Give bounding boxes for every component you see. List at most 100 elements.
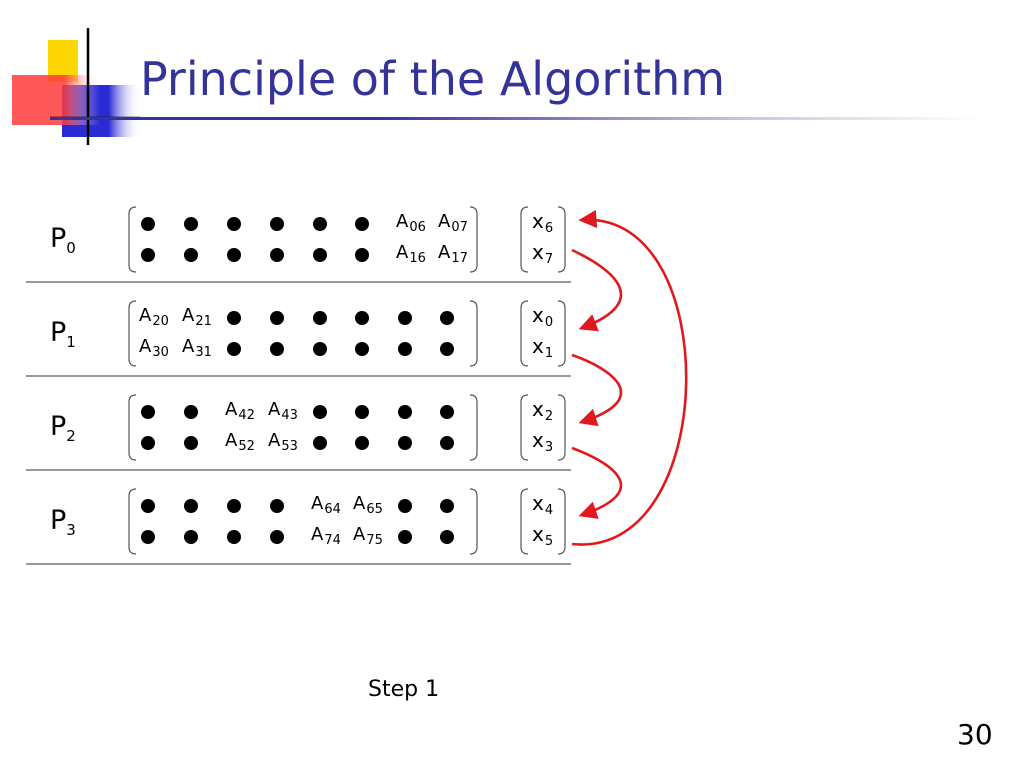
vector-entry: x6	[532, 210, 553, 240]
symbol: A	[353, 493, 366, 514]
vector-entry: x0	[532, 304, 553, 334]
symbol: x	[532, 209, 544, 233]
symbol: A	[311, 524, 324, 545]
matrix-right-bracket	[469, 300, 478, 367]
symbol-index: 4	[544, 503, 554, 518]
vector-entry: x2	[532, 398, 553, 428]
matrix-right-bracket	[469, 394, 478, 461]
symbol: x	[532, 334, 544, 358]
matrix-entry-dot	[355, 311, 369, 325]
symbol: x	[532, 240, 544, 264]
symbol: A	[139, 305, 152, 326]
matrix-entry-dot	[141, 436, 155, 450]
matrix-right-bracket	[469, 206, 478, 273]
symbol-index: 42	[238, 408, 255, 423]
slide-title: Principle of the Algorithm	[140, 52, 726, 106]
matrix-entry: A31	[182, 336, 212, 364]
curved-arrow-icon	[571, 248, 623, 332]
vector-left-bracket	[520, 300, 529, 367]
matrix-entry-dot	[141, 405, 155, 419]
matrix-entry: A06	[396, 211, 426, 239]
matrix-entry-dot	[355, 217, 369, 231]
matrix-entry-dot	[184, 405, 198, 419]
vector-right-bracket	[557, 206, 566, 273]
symbol-index: 6	[544, 221, 554, 236]
symbol-index: 53	[281, 439, 298, 454]
vector-entry: x4	[532, 492, 553, 522]
symbol: x	[532, 428, 544, 452]
symbol: x	[532, 491, 544, 515]
matrix-entry-dot	[270, 499, 284, 513]
symbol-index: 74	[324, 533, 341, 548]
matrix-entry-dot	[313, 436, 327, 450]
matrix-entry: A65	[353, 493, 383, 521]
symbol-index: 16	[409, 251, 426, 266]
symbol: A	[438, 211, 451, 232]
processor-symbol: P	[50, 505, 67, 536]
matrix-entry-dot	[440, 342, 454, 356]
matrix-entry-dot	[141, 499, 155, 513]
matrix-entry-dot	[398, 530, 412, 544]
symbol-index: 21	[195, 314, 212, 329]
symbol: A	[353, 524, 366, 545]
symbol: x	[532, 522, 544, 546]
curved-arrow-icon	[571, 353, 623, 427]
processor-index: 0	[66, 239, 76, 257]
symbol: x	[532, 303, 544, 327]
symbol: A	[396, 242, 409, 263]
matrix-entry-dot	[227, 311, 241, 325]
vector-right-bracket	[557, 300, 566, 367]
matrix-entry-dot	[184, 436, 198, 450]
symbol: x	[532, 397, 544, 421]
matrix-left-bracket	[128, 206, 137, 273]
matrix-left-bracket	[128, 394, 137, 461]
matrix-entry-dot	[227, 530, 241, 544]
matrix-entry: A52	[225, 430, 255, 458]
matrix-entry: A64	[311, 493, 341, 521]
processor-label: P1	[50, 318, 76, 357]
symbol-index: 75	[366, 533, 383, 548]
vector-entry: x5	[532, 523, 553, 553]
page-number: 30	[957, 718, 993, 751]
matrix-entry: A42	[225, 399, 255, 427]
matrix-entry-dot	[270, 342, 284, 356]
step-label: Step 1	[368, 677, 440, 702]
vector-entry: x3	[532, 429, 553, 459]
symbol: A	[225, 430, 238, 451]
matrix-entry-dot	[355, 405, 369, 419]
matrix-entry-dot	[184, 217, 198, 231]
processor-symbol: P	[50, 411, 67, 442]
matrix-entry-dot	[398, 436, 412, 450]
matrix-entry-dot	[313, 405, 327, 419]
vector-left-bracket	[520, 488, 529, 555]
matrix-entry-dot	[313, 248, 327, 262]
matrix-entry-dot	[270, 311, 284, 325]
symbol: A	[311, 493, 324, 514]
vector-right-bracket	[557, 488, 566, 555]
curved-arrow-icon	[571, 209, 688, 546]
processor-symbol: P	[50, 223, 67, 254]
matrix-entry-dot	[227, 248, 241, 262]
matrix-right-bracket	[469, 488, 478, 555]
symbol: A	[225, 399, 238, 420]
matrix-entry-dot	[355, 342, 369, 356]
processor-symbol: P	[50, 317, 67, 348]
matrix-entry-dot	[355, 248, 369, 262]
symbol-index: 17	[451, 251, 468, 266]
matrix-entry-dot	[440, 436, 454, 450]
matrix-entry: A43	[268, 399, 298, 427]
matrix-entry-dot	[398, 342, 412, 356]
symbol-index: 2	[544, 409, 554, 424]
matrix-entry-dot	[355, 436, 369, 450]
matrix-entry: A07	[438, 211, 468, 239]
symbol-index: 3	[544, 440, 554, 455]
matrix-entry-dot	[398, 405, 412, 419]
matrix-entry: A20	[139, 305, 169, 333]
matrix-entry: A53	[268, 430, 298, 458]
matrix-entry-dot	[440, 311, 454, 325]
title-underline	[50, 117, 980, 120]
processor-label: P0	[50, 224, 76, 263]
symbol: A	[139, 336, 152, 357]
matrix-entry-dot	[313, 342, 327, 356]
